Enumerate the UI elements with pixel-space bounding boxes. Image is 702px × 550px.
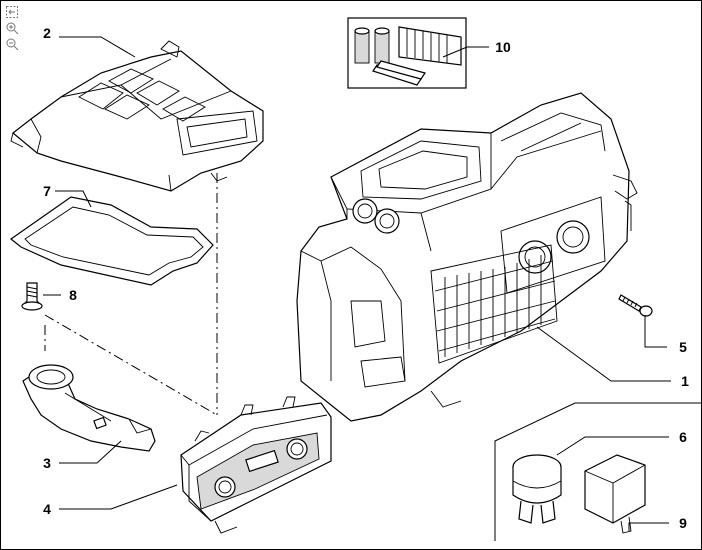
part-3-hose[interactable] xyxy=(22,364,156,452)
callout-8: 8 xyxy=(69,287,77,303)
callout-2: 2 xyxy=(43,25,51,41)
part-1-hvac-unit[interactable] xyxy=(296,92,638,422)
part-8-screw[interactable] xyxy=(21,282,43,311)
callout-5: 5 xyxy=(679,339,687,355)
leader-9 xyxy=(628,522,669,531)
part-9-relay[interactable] xyxy=(584,454,646,534)
part-7-gasket[interactable] xyxy=(9,196,214,286)
fit-view-icon[interactable] xyxy=(5,5,19,19)
leader-5 xyxy=(644,315,667,348)
callout-9: 9 xyxy=(679,515,687,531)
callout-3: 3 xyxy=(43,455,51,471)
inset-frame xyxy=(494,402,701,541)
leader-6 xyxy=(556,436,669,456)
assembly-line-hose xyxy=(44,314,218,416)
leader-4 xyxy=(59,484,178,510)
leader-10 xyxy=(442,46,489,58)
zoom-in-icon[interactable] xyxy=(5,21,19,35)
leader-7 xyxy=(55,190,92,208)
leader-1 xyxy=(536,326,671,382)
zoom-out-icon[interactable] xyxy=(5,37,19,51)
leader-3 xyxy=(59,440,122,464)
zoom-toolbar xyxy=(5,5,21,53)
callout-7: 7 xyxy=(43,183,51,199)
part-5-screw[interactable] xyxy=(618,294,653,317)
part-6-motor[interactable] xyxy=(512,454,562,524)
callout-4: 4 xyxy=(43,501,51,517)
callout-6: 6 xyxy=(679,429,687,445)
callout-1: 1 xyxy=(681,373,689,389)
part-2-intake-housing[interactable] xyxy=(10,40,264,192)
part-4-control-panel[interactable] xyxy=(180,396,332,534)
callout-10: 10 xyxy=(495,39,511,55)
part-10-filter-kit[interactable] xyxy=(347,17,467,89)
leader-2 xyxy=(59,36,136,58)
